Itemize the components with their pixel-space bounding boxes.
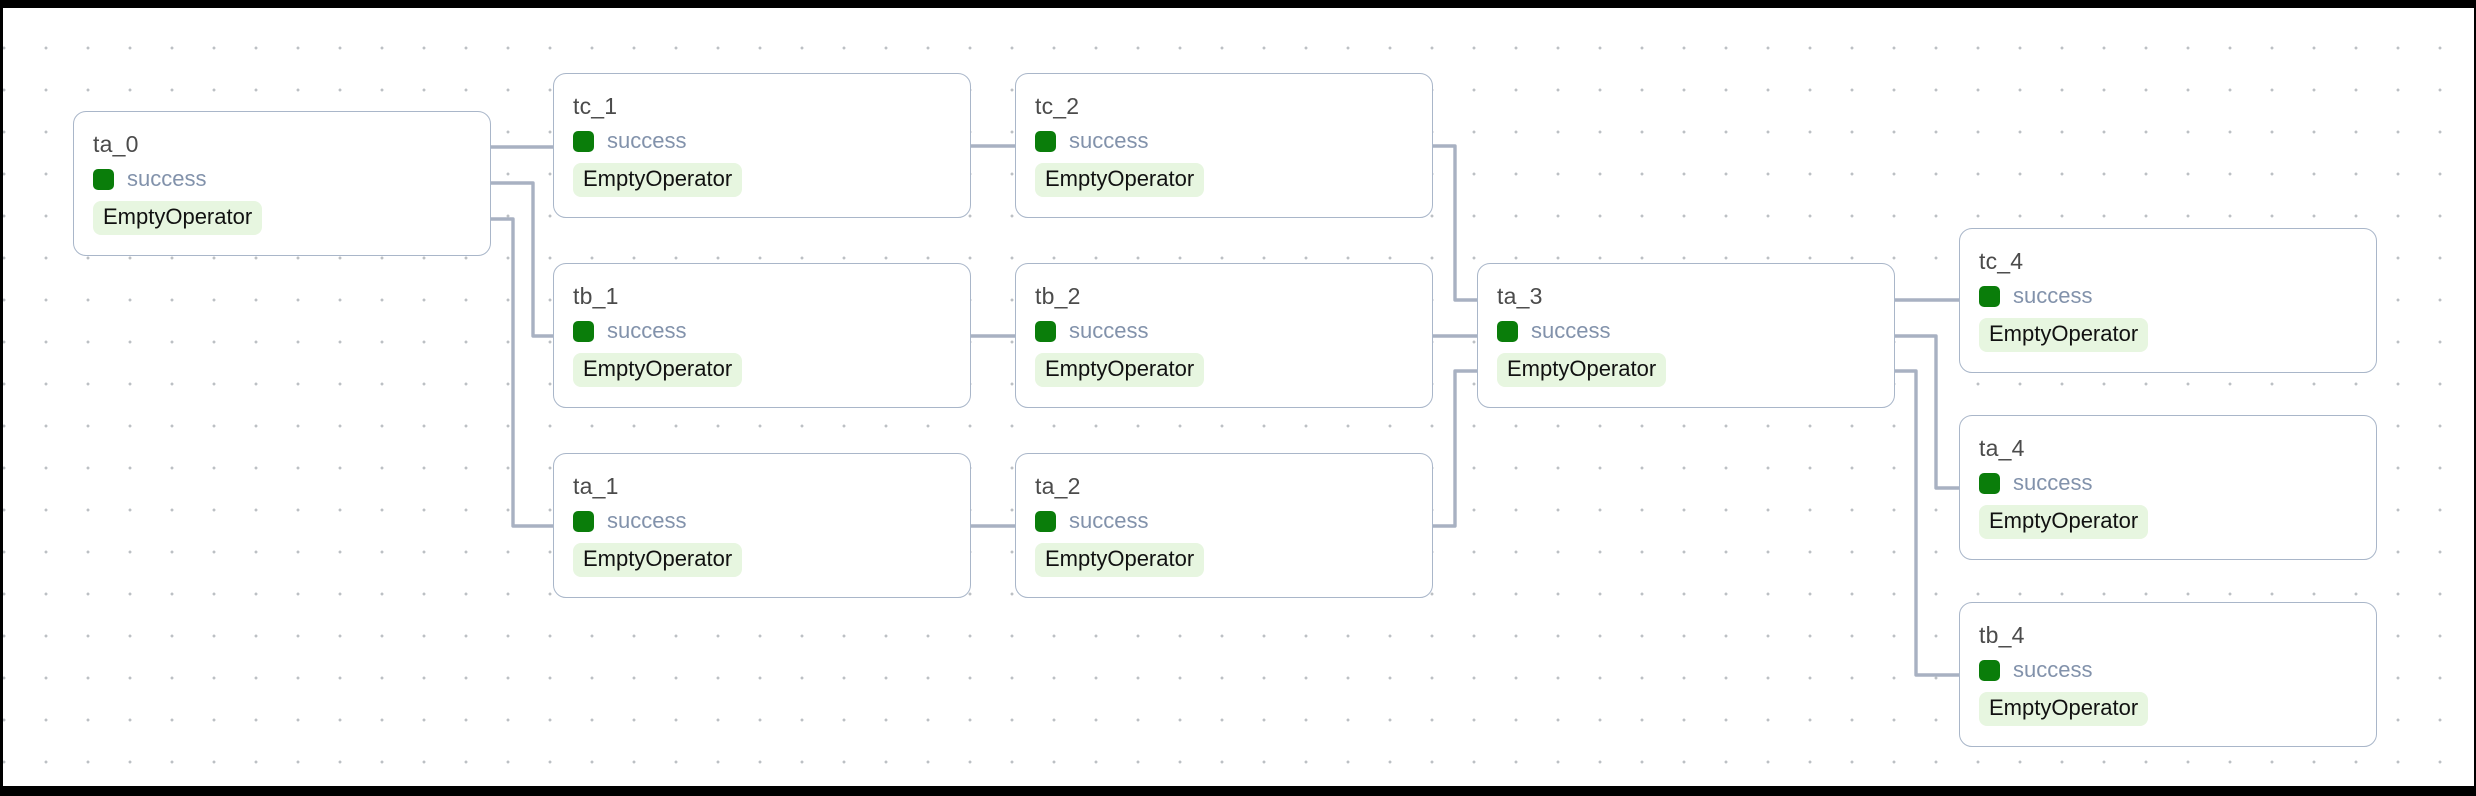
task-status-label: success bbox=[2013, 283, 2093, 308]
task-name: ta_3 bbox=[1497, 283, 1543, 309]
task-node-tb_4[interactable]: tb_4 success EmptyOperator bbox=[1959, 602, 2377, 747]
task-name: ta_2 bbox=[1035, 473, 1081, 499]
task-name: tc_2 bbox=[1035, 93, 1080, 119]
task-name: tb_2 bbox=[1035, 283, 1081, 309]
operator-badge: EmptyOperator bbox=[1497, 353, 1667, 387]
status-color-swatch bbox=[573, 130, 594, 152]
operator-badge: EmptyOperator bbox=[1035, 163, 1205, 197]
task-node-tc_4[interactable]: tc_4 success EmptyOperator bbox=[1959, 228, 2377, 373]
task-status-row: success bbox=[1035, 128, 1148, 154]
task-status-label: success bbox=[1531, 318, 1611, 343]
status-color-swatch bbox=[1979, 285, 2000, 307]
task-status-label: success bbox=[127, 166, 207, 191]
edge-ta_3-to-ta_4 bbox=[1895, 334, 1959, 490]
task-status-label: success bbox=[1069, 128, 1149, 153]
task-status-row: success bbox=[573, 508, 686, 534]
task-status-label: success bbox=[607, 508, 687, 533]
task-node-tb_1[interactable]: tb_1 success EmptyOperator bbox=[553, 263, 971, 408]
task-status-row: success bbox=[573, 318, 686, 344]
status-color-swatch bbox=[1035, 510, 1056, 532]
edge-tc_2-to-ta_3 bbox=[1433, 144, 1477, 302]
edge-ta_2-to-ta_3 bbox=[1433, 369, 1477, 528]
status-color-swatch bbox=[1035, 130, 1056, 152]
task-status-row: success bbox=[1979, 283, 2092, 309]
operator-badge: EmptyOperator bbox=[573, 543, 743, 577]
task-status-label: success bbox=[1069, 318, 1149, 343]
task-status-row: success bbox=[1035, 318, 1148, 344]
task-status-row: success bbox=[1979, 470, 2092, 496]
status-color-swatch bbox=[93, 168, 114, 190]
task-node-ta_1[interactable]: ta_1 success EmptyOperator bbox=[553, 453, 971, 598]
operator-badge: EmptyOperator bbox=[93, 201, 263, 235]
task-status-label: success bbox=[2013, 657, 2093, 682]
task-node-ta_2[interactable]: ta_2 success EmptyOperator bbox=[1015, 453, 1433, 598]
task-node-tc_1[interactable]: tc_1 success EmptyOperator bbox=[553, 73, 971, 218]
operator-badge: EmptyOperator bbox=[1979, 692, 2149, 726]
operator-badge: EmptyOperator bbox=[1035, 543, 1205, 577]
operator-badge: EmptyOperator bbox=[1979, 505, 2149, 539]
dag-graph-canvas[interactable]: ta_0 success EmptyOperator tc_1 success … bbox=[3, 8, 2474, 786]
task-node-tc_2[interactable]: tc_2 success EmptyOperator bbox=[1015, 73, 1433, 218]
task-status-label: success bbox=[607, 318, 687, 343]
task-status-row: success bbox=[1979, 657, 2092, 683]
task-status-row: success bbox=[573, 128, 686, 154]
task-node-ta_4[interactable]: ta_4 success EmptyOperator bbox=[1959, 415, 2377, 560]
task-status-label: success bbox=[2013, 470, 2093, 495]
task-status-row: success bbox=[1497, 318, 1610, 344]
operator-badge: EmptyOperator bbox=[1979, 318, 2149, 352]
operator-badge: EmptyOperator bbox=[573, 353, 743, 387]
edge-ta_0-to-ta_1 bbox=[491, 217, 553, 528]
status-color-swatch bbox=[573, 320, 594, 342]
status-color-swatch bbox=[1979, 659, 2000, 681]
task-node-tb_2[interactable]: tb_2 success EmptyOperator bbox=[1015, 263, 1433, 408]
status-color-swatch bbox=[573, 510, 594, 532]
edge-ta_0-to-tb_1 bbox=[491, 181, 553, 338]
task-name: ta_0 bbox=[93, 131, 139, 157]
status-color-swatch bbox=[1035, 320, 1056, 342]
operator-badge: EmptyOperator bbox=[1035, 353, 1205, 387]
task-node-ta_0[interactable]: ta_0 success EmptyOperator bbox=[73, 111, 491, 256]
status-color-swatch bbox=[1497, 320, 1518, 342]
task-status-label: success bbox=[607, 128, 687, 153]
task-status-row: success bbox=[93, 166, 206, 192]
task-node-ta_3[interactable]: ta_3 success EmptyOperator bbox=[1477, 263, 1895, 408]
task-name: tc_4 bbox=[1979, 248, 2024, 274]
task-status-row: success bbox=[1035, 508, 1148, 534]
status-color-swatch bbox=[1979, 472, 2000, 494]
dag-edges bbox=[491, 144, 1959, 677]
task-name: tb_1 bbox=[573, 283, 619, 309]
task-name: tc_1 bbox=[573, 93, 618, 119]
operator-badge: EmptyOperator bbox=[573, 163, 743, 197]
task-name: tb_4 bbox=[1979, 622, 2025, 648]
edge-ta_3-to-tb_4 bbox=[1895, 369, 1959, 677]
task-name: ta_4 bbox=[1979, 435, 2025, 461]
task-name: ta_1 bbox=[573, 473, 619, 499]
task-status-label: success bbox=[1069, 508, 1149, 533]
